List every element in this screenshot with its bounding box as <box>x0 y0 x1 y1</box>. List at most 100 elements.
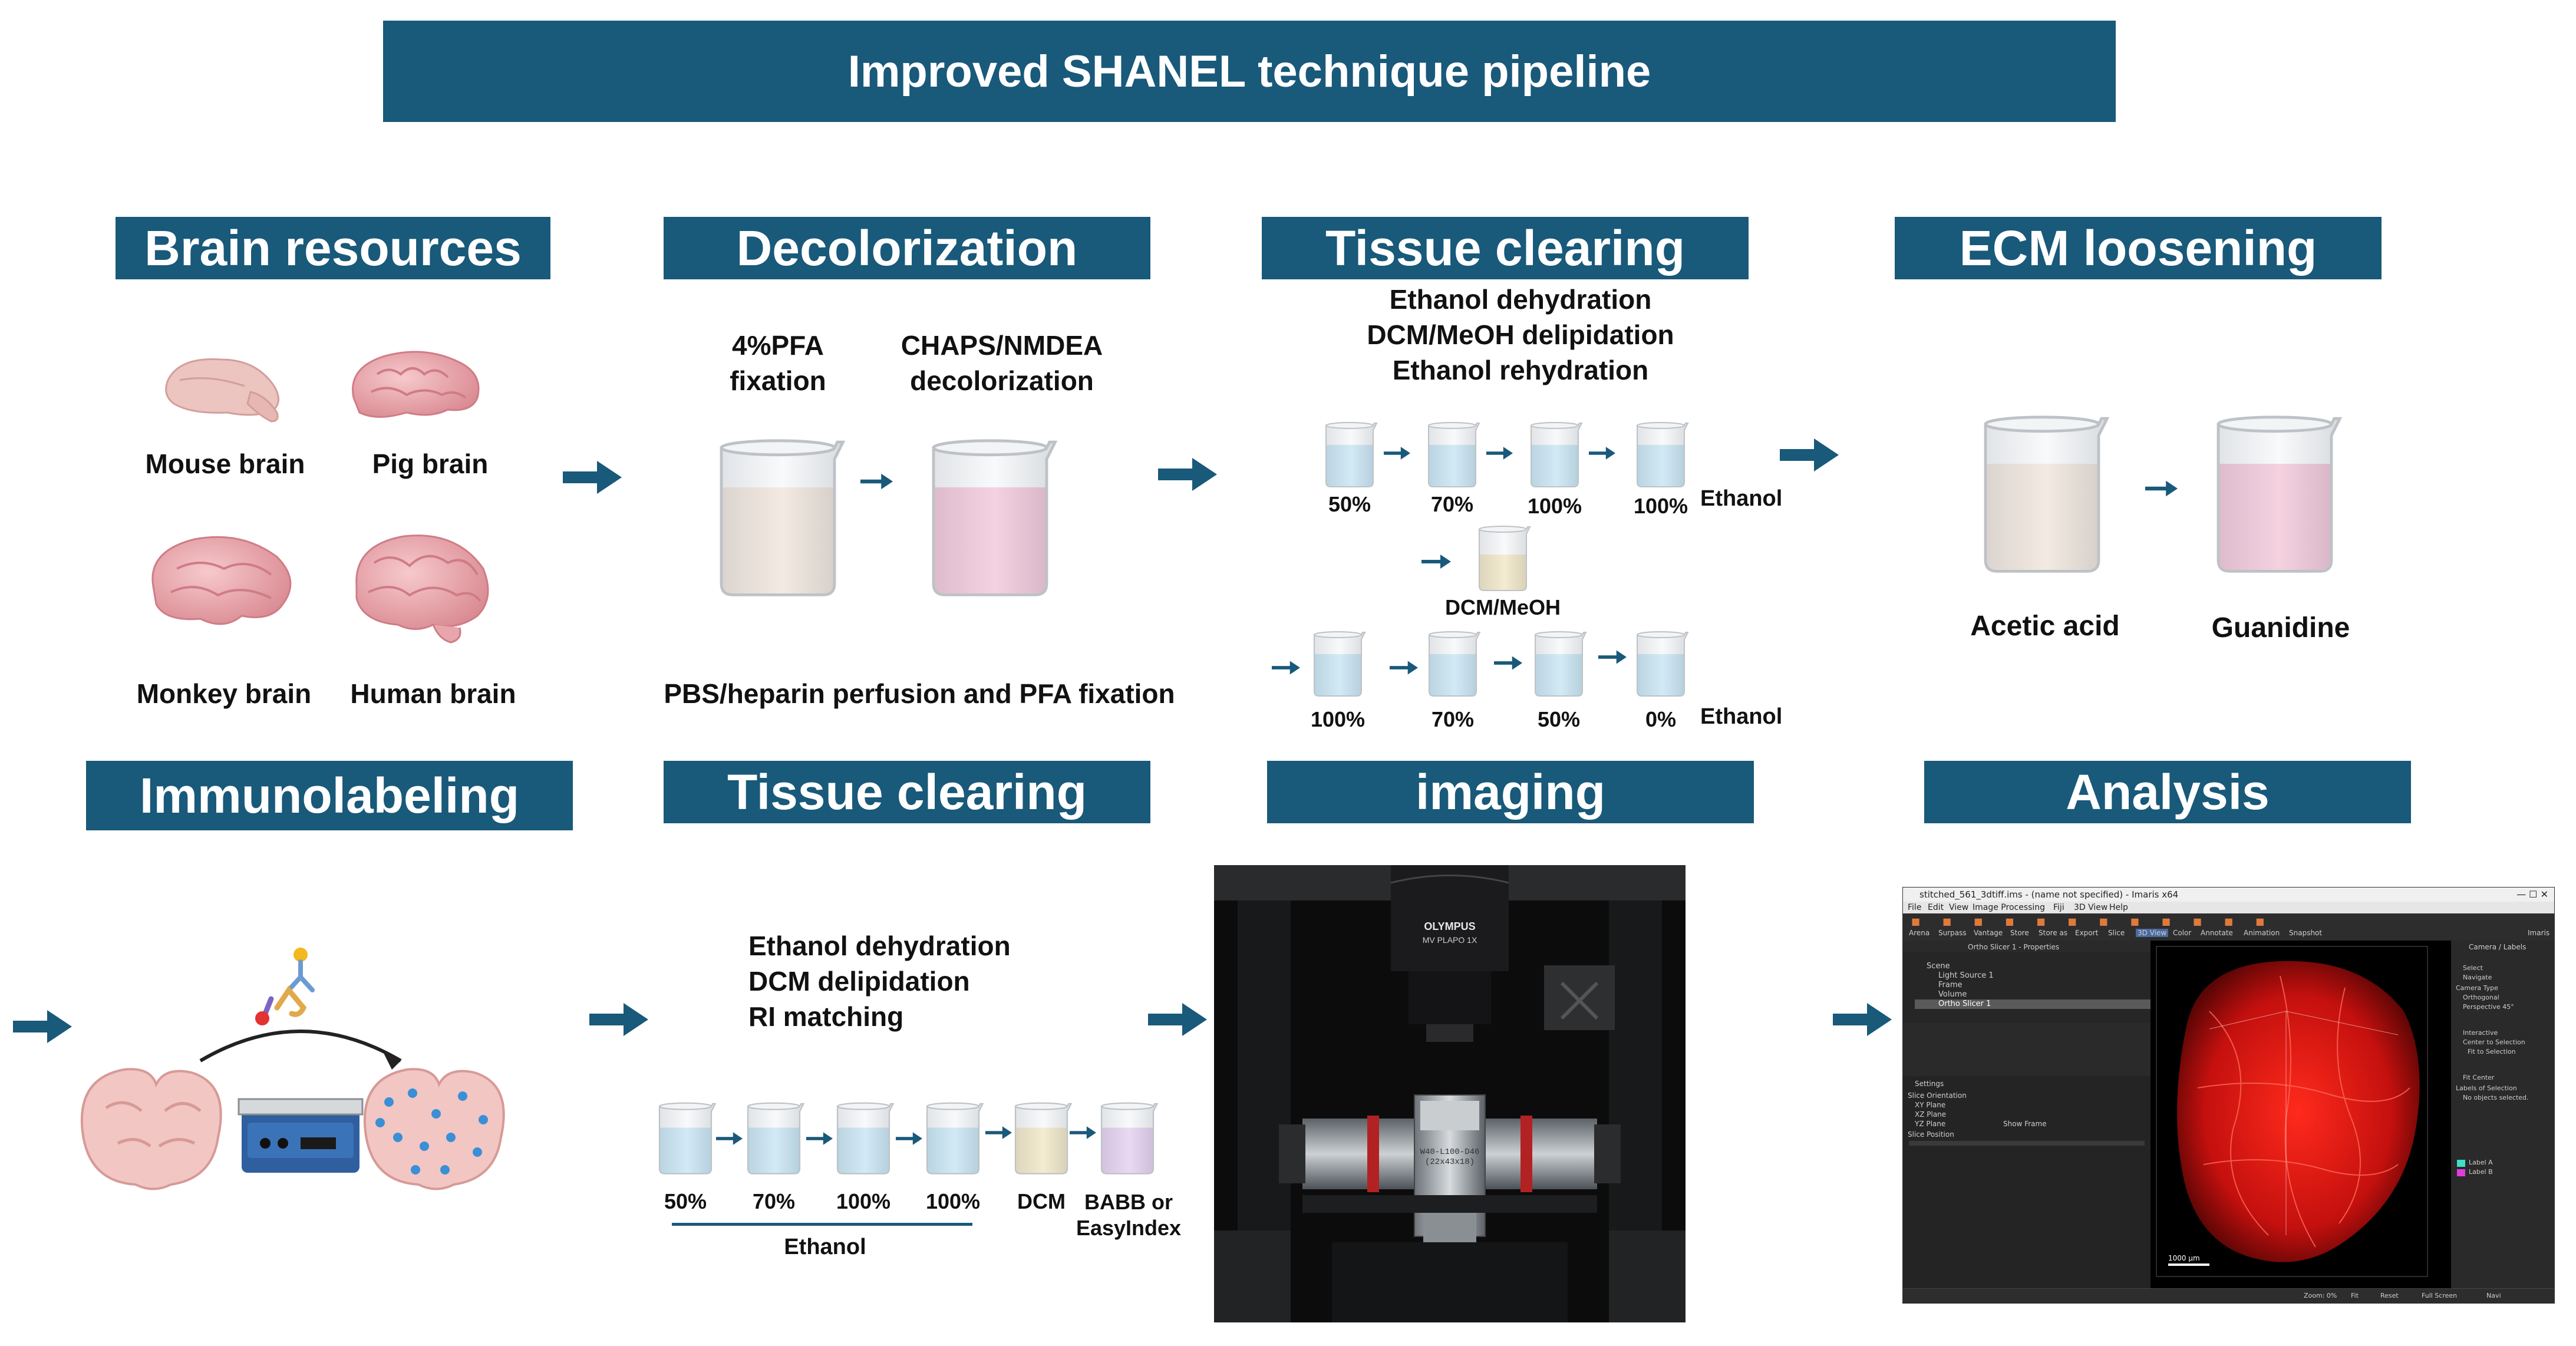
tool-color[interactable]: Color <box>2173 929 2192 937</box>
settings-tab[interactable]: Settings <box>1915 1080 1944 1088</box>
rp-fit-center[interactable]: Fit Center <box>2463 1074 2495 1081</box>
objective-model-text: MV PLAPO 1X <box>1423 935 1477 945</box>
imaris-window-title: stitched_561_3dtiff.ims - (name not spec… <box>1919 889 2179 900</box>
menu-view[interactable]: View <box>1949 903 1969 912</box>
rp-navigate[interactable]: Navigate <box>2463 974 2492 981</box>
chaps-decolorization-label: CHAPS/NMDEA decolorization <box>901 330 1103 396</box>
status-reset[interactable]: Reset <box>2380 1292 2399 1299</box>
scene-item-ortho[interactable]: Ortho Slicer 1 <box>1938 999 1991 1008</box>
header-ecm-loosening: ECM loosening <box>1895 217 2382 279</box>
arrow-tc1-1 <box>1384 445 1410 461</box>
status-fit[interactable]: Fit <box>2351 1292 2359 1299</box>
label-b[interactable]: Label B <box>2469 1168 2493 1176</box>
tc2-beaker-dcm <box>1009 1093 1074 1182</box>
slice-position-slider[interactable] <box>1909 1141 2145 1146</box>
header-analysis: Analysis <box>1924 761 2411 823</box>
clearing2-step-2: DCM delipidation <box>748 966 970 997</box>
arrow-into-immunolabeling <box>13 1009 72 1044</box>
menu-image-processing[interactable]: Image Processing <box>1973 903 2046 912</box>
scene-item-frame[interactable]: Frame <box>1938 981 1962 989</box>
header-tissue-clearing-1-text: Tissue clearing <box>1325 220 1686 276</box>
tc2-arrow-5 <box>1070 1124 1096 1141</box>
window-controls-icon[interactable]: — ☐ ✕ <box>2516 889 2548 900</box>
tc2-beaker-50 <box>653 1093 718 1182</box>
tc2-arrow-4 <box>985 1124 1012 1141</box>
tool-store-as[interactable]: Store as <box>2039 929 2068 937</box>
scene-item-ortho-row[interactable] <box>1915 999 2150 1009</box>
perfusion-label: PBS/heparin perfusion and PFA fixation <box>664 678 1175 709</box>
guanidine-label: Guanidine <box>2211 612 2350 644</box>
arrow-immuno-to-clearing <box>589 1002 648 1037</box>
menu-edit[interactable]: Edit <box>1928 903 1944 912</box>
pig-brain-label: Pig brain <box>372 448 489 479</box>
arrow-brain-to-decolor <box>563 460 622 495</box>
pipeline-title-text: Improved SHANEL technique pipeline <box>847 46 1651 97</box>
tool-3d-view[interactable]: 3D View <box>2136 929 2169 937</box>
imaris-window: stitched_561_3dtiff.ims - (name not spec… <box>1902 887 2555 1304</box>
label-a[interactable]: Label A <box>2469 1159 2493 1166</box>
tc1-row1-label-2: 70% <box>1430 492 1474 516</box>
status-zoom[interactable]: Zoom: 0% <box>2304 1292 2337 1299</box>
toolbar-icons: ■■■■■■■■■■■■ <box>1911 916 2287 927</box>
human-brain-label: Human brain <box>350 678 516 709</box>
menu-fiji[interactable]: Fiji <box>2053 903 2064 912</box>
rp-labels-selection: Labels of Selection <box>2456 1084 2517 1092</box>
tc1-row2-label-3: 50% <box>1537 707 1581 731</box>
beaker-guanidine <box>2204 407 2346 578</box>
tc2-label-3: 100% <box>836 1189 891 1213</box>
rp-perspective[interactable]: Perspective 45° <box>2463 1003 2514 1011</box>
rp-interactive[interactable]: Interactive <box>2463 1029 2498 1037</box>
header-imaging-text: imaging <box>1415 764 1605 820</box>
tool-export[interactable]: Export <box>2075 929 2099 937</box>
microscope-photo: OLYMPUS MV PLAPO 1X W40-L100-D46(22x43x1… <box>1214 865 1686 1322</box>
chamber-label-text: W40-L100-D46(22x43x18) <box>1420 1147 1480 1167</box>
status-fullscreen[interactable]: Full Screen <box>2422 1292 2458 1299</box>
immunolabeling-illustration <box>80 948 505 1190</box>
arrow-imaging-to-analysis <box>1833 1002 1892 1037</box>
tool-store[interactable]: Store <box>2010 929 2029 937</box>
status-navi[interactable]: Navi <box>2486 1292 2501 1299</box>
tool-imaris[interactable]: Imaris <box>2528 929 2550 937</box>
xy-plane[interactable]: XY Plane <box>1915 1101 1946 1109</box>
brain-slice-labeled-icon <box>363 1068 505 1190</box>
scene-item-scene[interactable]: Scene <box>1927 962 1950 971</box>
rp-fit-selection[interactable]: Fit to Selection <box>2468 1048 2516 1055</box>
pipeline-title: Improved SHANEL technique pipeline <box>383 21 2116 122</box>
rp-orthogonal[interactable]: Orthogonal <box>2463 994 2499 1001</box>
tool-animation[interactable]: Animation <box>2244 929 2280 937</box>
tc2-label-2: 70% <box>752 1189 796 1213</box>
tool-surpass[interactable]: Surpass <box>1938 929 1967 937</box>
yz-plane[interactable]: YZ Plane <box>1915 1120 1946 1128</box>
arrow-tc1-row2-0 <box>1272 659 1300 677</box>
tc1-row1-label-1: 50% <box>1328 492 1371 516</box>
menu-file[interactable]: File <box>1908 903 1922 912</box>
imaris-right-panel: Camera / Labels Select Navigate Camera T… <box>2451 941 2554 1288</box>
rp-camera-labels: Camera / Labels <box>2469 943 2526 951</box>
rp-center-selection[interactable]: Center to Selection <box>2463 1038 2525 1046</box>
tool-annotate[interactable]: Annotate <box>2201 929 2233 937</box>
show-frame[interactable]: Show Frame <box>2003 1120 2047 1128</box>
imaris-viewport[interactable]: 1000 µm <box>2150 941 2451 1288</box>
rp-select[interactable]: Select <box>2463 964 2483 972</box>
clearing1-step-1: Ethanol dehydration <box>1389 284 1652 315</box>
monkey-brain-icon <box>151 536 292 625</box>
tc1-row2-suffix: Ethanol <box>1700 704 1783 729</box>
header-tissue-clearing-2-text: Tissue clearing <box>727 764 1087 820</box>
clearing1-step-3: Ethanol rehydration <box>1392 355 1649 385</box>
tool-arena[interactable]: Arena <box>1909 929 1930 937</box>
xz-plane[interactable]: XZ Plane <box>1915 1110 1947 1119</box>
beaker-chaps <box>919 430 1061 601</box>
slice-orientation: Slice Orientation <box>1908 1091 1967 1100</box>
clearing2-step-1: Ethanol dehydration <box>748 931 1011 961</box>
scene-item-volume[interactable]: Volume <box>1938 990 1967 999</box>
menu-help[interactable]: Help <box>2109 903 2128 912</box>
scene-item-light[interactable]: Light Source 1 <box>1938 971 1994 980</box>
tc1-row1-label-4: 100% <box>1633 494 1688 518</box>
tool-vantage[interactable]: Vantage <box>1974 929 2003 937</box>
scale-bar-label: 1000 µm <box>2168 1254 2200 1262</box>
tool-snapshot[interactable]: Snapshot <box>2289 929 2323 937</box>
tool-slice[interactable]: Slice <box>2108 929 2125 937</box>
tc2-label-1: 50% <box>664 1189 707 1213</box>
menu-3d-view[interactable]: 3D View <box>2074 903 2108 912</box>
imaris-toolbar: Arena Surpass Vantage Store Store as Exp… <box>1903 913 2554 941</box>
